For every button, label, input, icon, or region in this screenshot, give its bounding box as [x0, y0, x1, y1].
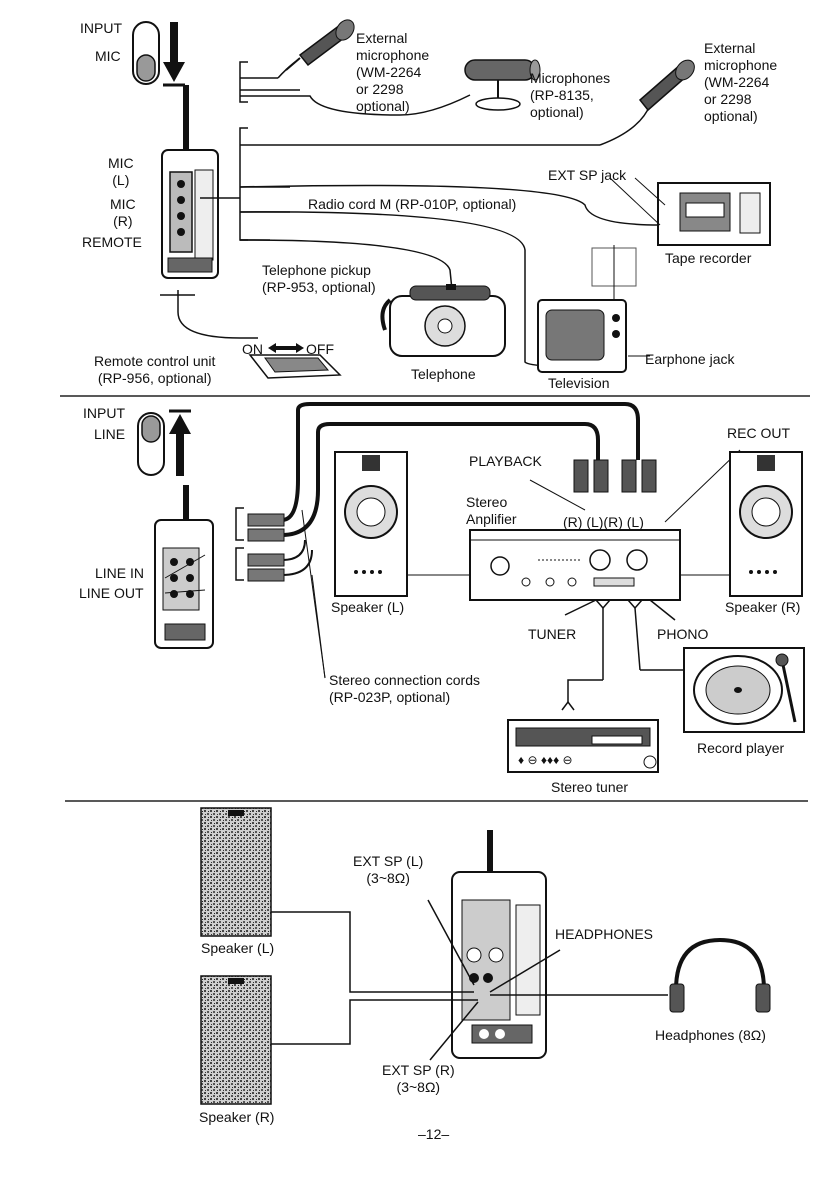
- record-player-label: Record player: [697, 740, 785, 756]
- speaker-left-2: [334, 451, 470, 597]
- earphone-jack-label: Earphone jack: [645, 351, 735, 367]
- ext-sp-l-label: EXT SP (L) (3~8Ω): [353, 853, 424, 886]
- speaker-r-label-3: Speaker (R): [199, 1109, 275, 1125]
- tape-recorder: [609, 177, 771, 246]
- input-switch-mic: [132, 21, 185, 87]
- headphones-label: Headphones (8Ω): [655, 1027, 766, 1043]
- mic-r-label: MIC (R): [110, 196, 136, 229]
- speaker-right-2: [680, 451, 803, 597]
- page-number: –12–: [418, 1126, 450, 1142]
- ext-sp-jack-label: EXT SP jack: [548, 167, 627, 183]
- ext-mic-left-label: External microphone (WM-2264 or 2298 opt…: [356, 30, 430, 114]
- record-player: [683, 647, 805, 733]
- tape-recorder-label: Tape recorder: [665, 250, 752, 266]
- radio-recorder-1: [161, 85, 219, 279]
- mic-label: MIC: [95, 48, 121, 64]
- input-label-2: INPUT: [83, 405, 125, 421]
- line-in-label: LINE IN: [95, 565, 145, 581]
- headphones-jack-label: HEADPHONES: [555, 926, 654, 942]
- radio-recorder-2: [154, 485, 214, 649]
- rec-out-label: REC OUT: [727, 425, 790, 441]
- speaker-r-label-2: Speaker (R): [725, 599, 801, 615]
- external-microphone-right: [638, 59, 695, 112]
- stereo-tuner-label: Stereo tuner: [551, 779, 629, 795]
- stereo-cords-label: Stereo connection cords (RP-023P, option…: [329, 672, 480, 705]
- speaker-left-3: [200, 807, 272, 937]
- stereo-tuner-device: [507, 719, 659, 773]
- radio-recorder-3: [451, 830, 547, 1059]
- radio-cord-label: Radio cord M (RP-010P, optional): [308, 196, 517, 212]
- remote-label: REMOTE: [82, 234, 142, 250]
- playback-label: PLAYBACK: [469, 453, 542, 469]
- external-microphone-left: [285, 19, 355, 71]
- remote-unit-label: Remote control unit (RP-956, optional): [94, 353, 216, 386]
- stereo-amplifier: [469, 529, 681, 601]
- tuner-phono-lines: [561, 599, 688, 711]
- on-label: ON: [242, 341, 263, 357]
- tuner-controls: ♦ ⊖ ♦♦♦ ⊖: [518, 753, 573, 767]
- section3-wires: [271, 899, 668, 1061]
- ext-mic-right-label: External microphone (WM-2264 or 2298 opt…: [704, 40, 778, 124]
- television-device: [537, 245, 650, 373]
- microphones-label: Microphones (RP-8135, optional): [530, 70, 611, 120]
- input-switch-line: [137, 409, 191, 476]
- speaker-l-label-3: Speaker (L): [201, 940, 275, 956]
- line-label: LINE: [94, 426, 126, 442]
- remote-control-unit: [248, 343, 342, 379]
- phono-label: PHONO: [657, 626, 709, 642]
- headphones-device: [669, 937, 771, 1013]
- stereo-amplifier-label: Stereo Anplifier: [466, 494, 517, 527]
- television-label: Television: [548, 375, 610, 391]
- speaker-right-3: [200, 975, 272, 1105]
- telephone-pickup-label: Telephone pickup (RP-953, optional): [262, 262, 376, 295]
- input-label-1: INPUT: [80, 20, 122, 36]
- speaker-l-label-2: Speaker (L): [331, 599, 405, 615]
- telephone-device: [380, 284, 506, 357]
- line-out-label: LINE OUT: [79, 585, 144, 601]
- rca-plugs: [529, 449, 741, 523]
- telephone-label: Telephone: [411, 366, 476, 382]
- ext-sp-r-label: EXT SP (R) (3~8Ω): [382, 1062, 455, 1095]
- stereo-cords: [164, 402, 640, 679]
- mic-l-label: MIC (L): [108, 155, 134, 188]
- off-label: OFF: [306, 341, 334, 357]
- stand-microphone: [464, 59, 541, 111]
- tuner-label: TUNER: [528, 626, 577, 642]
- channel-labels: (R) (L)(R) (L): [563, 514, 644, 530]
